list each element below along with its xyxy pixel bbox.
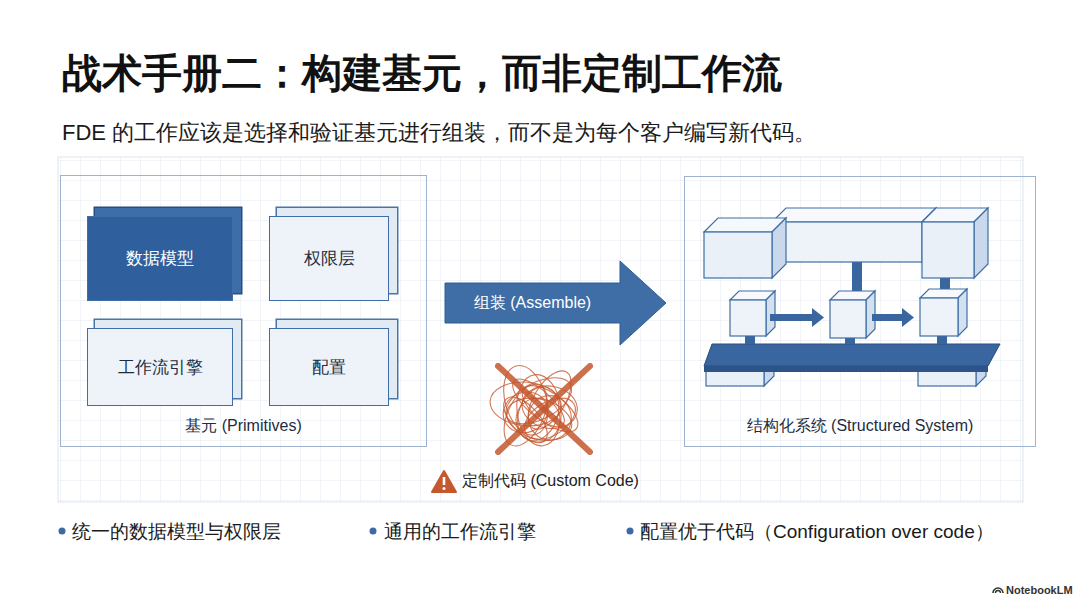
illustration-part: [993, 588, 1003, 593]
flow-arrow-head: [902, 308, 914, 327]
base-slab-edge: [704, 366, 988, 372]
flow-arrow-shaft: [770, 314, 814, 321]
watermark-icon: [993, 588, 1003, 593]
box-side-face: [772, 218, 786, 278]
box-front-face: [704, 232, 772, 278]
post: [745, 336, 755, 344]
box-front-face: [772, 222, 922, 262]
warning-triangle: [432, 471, 456, 492]
panel-label: 基元 (Primitives): [61, 416, 426, 437]
primitive-box: 工作流引擎: [87, 328, 233, 406]
primitive-box: 权限层: [269, 216, 389, 301]
box-label: 工作流引擎: [110, 356, 211, 379]
flow-arrow-head: [812, 308, 824, 327]
slide-title: 战术手册二：构建基元，而非定制工作流: [62, 46, 782, 101]
bullet-dot: [627, 528, 634, 535]
cross-stroke: [498, 366, 590, 452]
group-panel: 基元 (Primitives) 数据模型 权限层工作流引擎 配置: [60, 175, 427, 447]
box-side-face: [974, 208, 988, 278]
subtitle: FDE 的工作应该是选择和验证基元进行组装，而不是为每个客户编写新代码。: [62, 118, 816, 148]
box-front-face: [730, 300, 766, 336]
primitive-box: 配置: [269, 328, 389, 406]
warning-icon: [432, 471, 456, 492]
box-front-face: [920, 298, 958, 336]
box-front-face: [922, 222, 974, 278]
base-slab: [704, 344, 1000, 366]
tangled-code-scribble: [488, 360, 590, 452]
bullet-dot: [370, 528, 377, 535]
box-top-face: [772, 208, 936, 222]
warning-mark-dot: [443, 487, 446, 490]
watermark: NotebookLM: [1006, 584, 1073, 596]
box-side-face: [766, 291, 775, 336]
box-label: 权限层: [296, 247, 363, 270]
box-label: 数据模型: [118, 247, 202, 270]
flow-arrow-shaft: [872, 314, 904, 321]
warning-label: 定制代码 (Custom Code): [462, 471, 639, 492]
grid-background: [58, 157, 1023, 502]
box-side-face: [958, 289, 967, 336]
box-label: 配置: [304, 356, 354, 379]
panel-label: 结构化系统 (Structured System): [685, 416, 1035, 437]
primitive-box: 数据模型: [87, 216, 233, 301]
bullet-dot: [59, 528, 66, 535]
arrow-label: 组装 (Assemble): [474, 293, 591, 314]
illustration-part: [996, 591, 1001, 594]
block-arrow: [445, 261, 666, 345]
warning-mark: [443, 477, 446, 485]
bullet-text: 通用的工作流引擎: [384, 519, 536, 545]
post: [937, 336, 947, 344]
cross-stroke: [498, 366, 590, 452]
bullet-text: 统一的数据模型与权限层: [72, 519, 281, 545]
bullet-text: 配置优于代码（Configuration over code）: [640, 519, 994, 545]
post: [845, 338, 855, 344]
box-front-face: [830, 300, 866, 338]
group-panel: 结构化系统 (Structured System): [684, 176, 1036, 447]
structured-system-illustration: [704, 208, 1000, 386]
